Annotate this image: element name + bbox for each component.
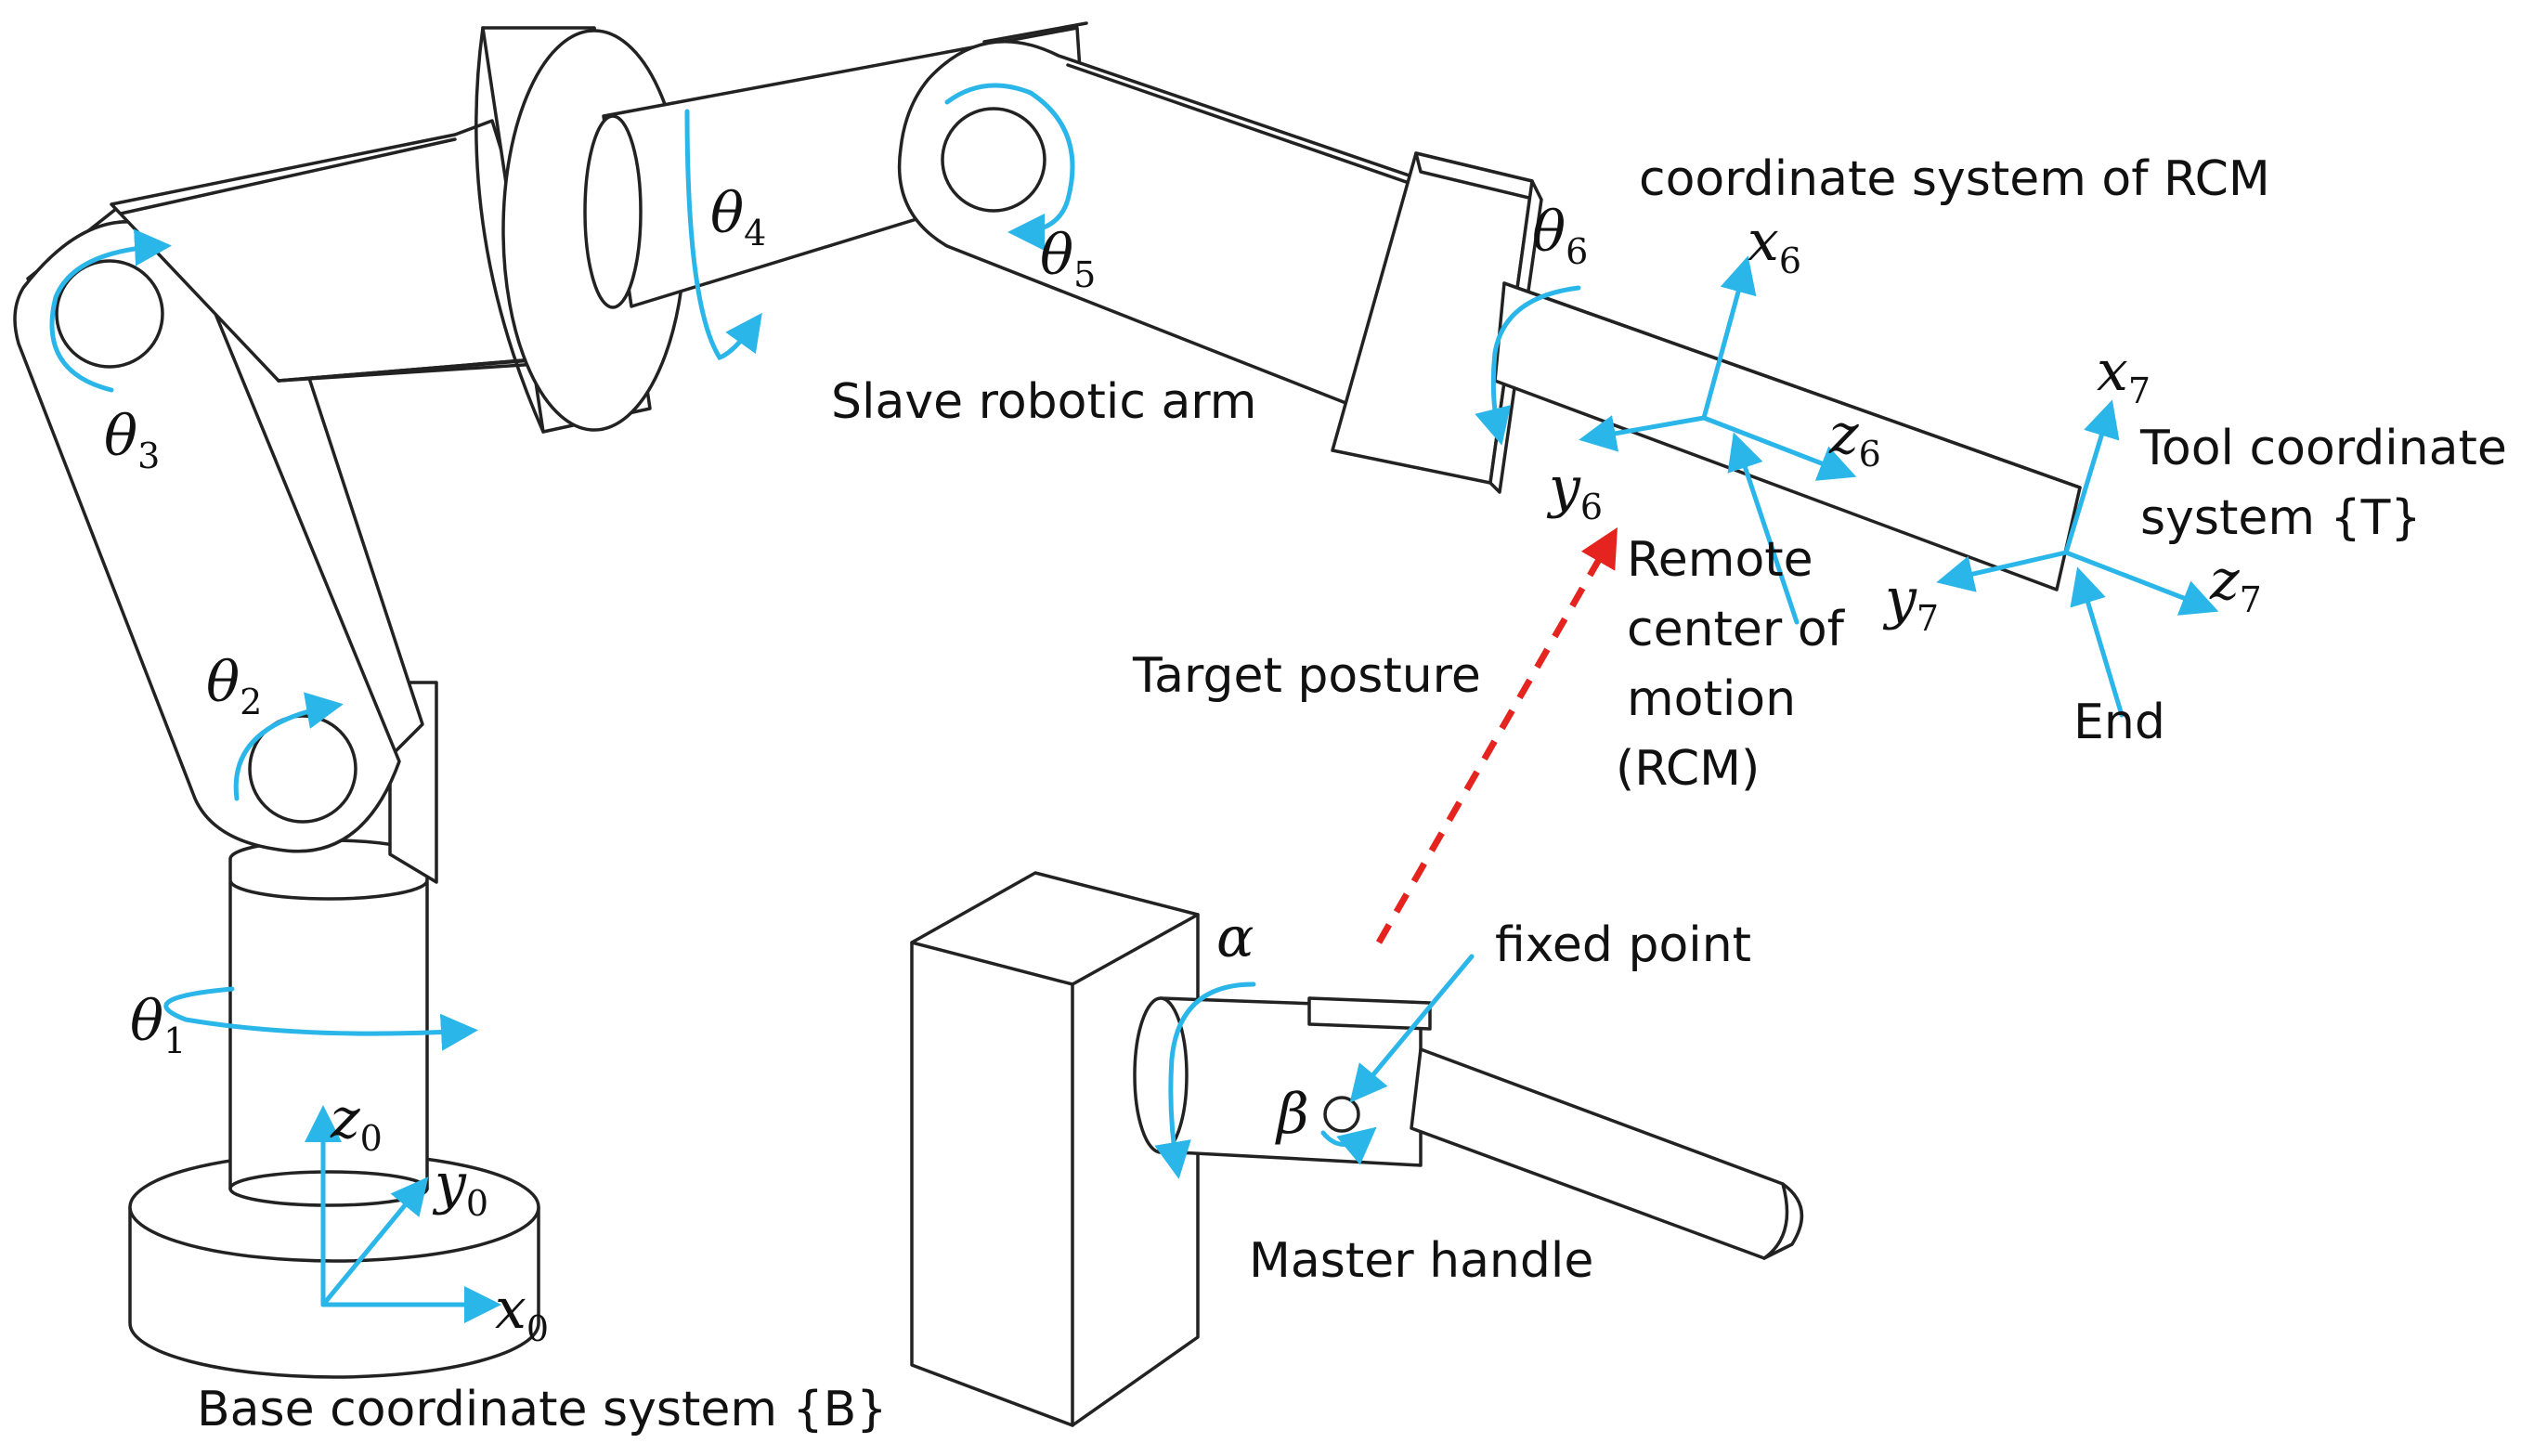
link-2 — [13, 198, 424, 853]
theta6-label: θ6 — [1532, 200, 1588, 272]
x7-label: x7 — [2097, 339, 2151, 411]
theta3-label: θ3 — [104, 404, 160, 476]
tool-frame-axes — [1936, 399, 2219, 718]
base-coordinate-system-label: Base coordinate system {B} — [197, 1382, 887, 1437]
rcm-label-1: Remote — [1627, 532, 1813, 588]
end-label: End — [2073, 695, 2165, 750]
axis-labels: z0 y0 x0 x6 y6 z6 x7 y7 z7 — [330, 209, 2262, 1349]
tool-coordinate-system-label-1: Tool coordinate — [2139, 421, 2507, 476]
z7-label: z7 — [2209, 548, 2262, 620]
theta4-rotation-icon — [684, 109, 762, 360]
lower-column — [228, 681, 438, 1207]
fixed-point-label: fixed point — [1495, 917, 1751, 973]
rcm-coordinate-system-label: coordinate system of RCM — [1639, 151, 2270, 207]
beta-label: β — [1275, 1082, 1309, 1147]
theta2-rotation-icon — [233, 692, 344, 801]
rotation-arrows — [49, 83, 1581, 1179]
z6-label: z6 — [1828, 402, 1881, 474]
alpha-label: α — [1216, 905, 1254, 970]
master-handle — [910, 871, 1804, 1427]
beta-rotation-icon — [1320, 1126, 1377, 1165]
theta6-rotation-icon — [1475, 285, 1581, 446]
x6-label: x6 — [1748, 209, 1801, 281]
target-posture-arrow — [1375, 526, 1618, 944]
rcm-label-4: (RCM) — [1616, 741, 1760, 797]
theta5-rotation-icon — [944, 83, 1075, 251]
y7-label: y7 — [1882, 566, 1939, 639]
alpha-rotation-icon — [1154, 982, 1256, 1179]
theta1-rotation-icon — [163, 986, 478, 1051]
tool-coordinate-system-label-2: system {T} — [2140, 490, 2421, 546]
slave-robotic-arm-label: Slave robotic arm — [831, 374, 1256, 430]
theta3-rotation-icon — [49, 228, 172, 393]
z0-label: z0 — [330, 1086, 383, 1159]
theta2-label: θ2 — [206, 650, 262, 722]
master-handle-label: Master handle — [1249, 1233, 1593, 1289]
joint-labels: θ1 θ2 θ3 θ4 θ5 θ6 α β — [104, 181, 1588, 1147]
x0-label: x0 — [495, 1277, 549, 1349]
rcm-frame-axes — [1579, 255, 1857, 625]
rcm-label-3: motion — [1627, 671, 1796, 727]
fixed-point-pointer — [1349, 954, 1475, 1103]
text-labels: coordinate system of RCM Slave robotic a… — [197, 151, 2507, 1437]
y6-label: y6 — [1546, 455, 1603, 527]
theta5-label: θ5 — [1040, 223, 1096, 295]
base-frame-axes — [305, 1105, 501, 1323]
rcm-label-2: center of — [1627, 602, 1846, 657]
wrist-link — [897, 40, 1446, 420]
y0-label: y0 — [432, 1151, 488, 1224]
target-posture-label: Target posture — [1132, 648, 1481, 704]
theta4-label: θ4 — [710, 181, 766, 254]
theta1-label: θ1 — [130, 989, 186, 1061]
